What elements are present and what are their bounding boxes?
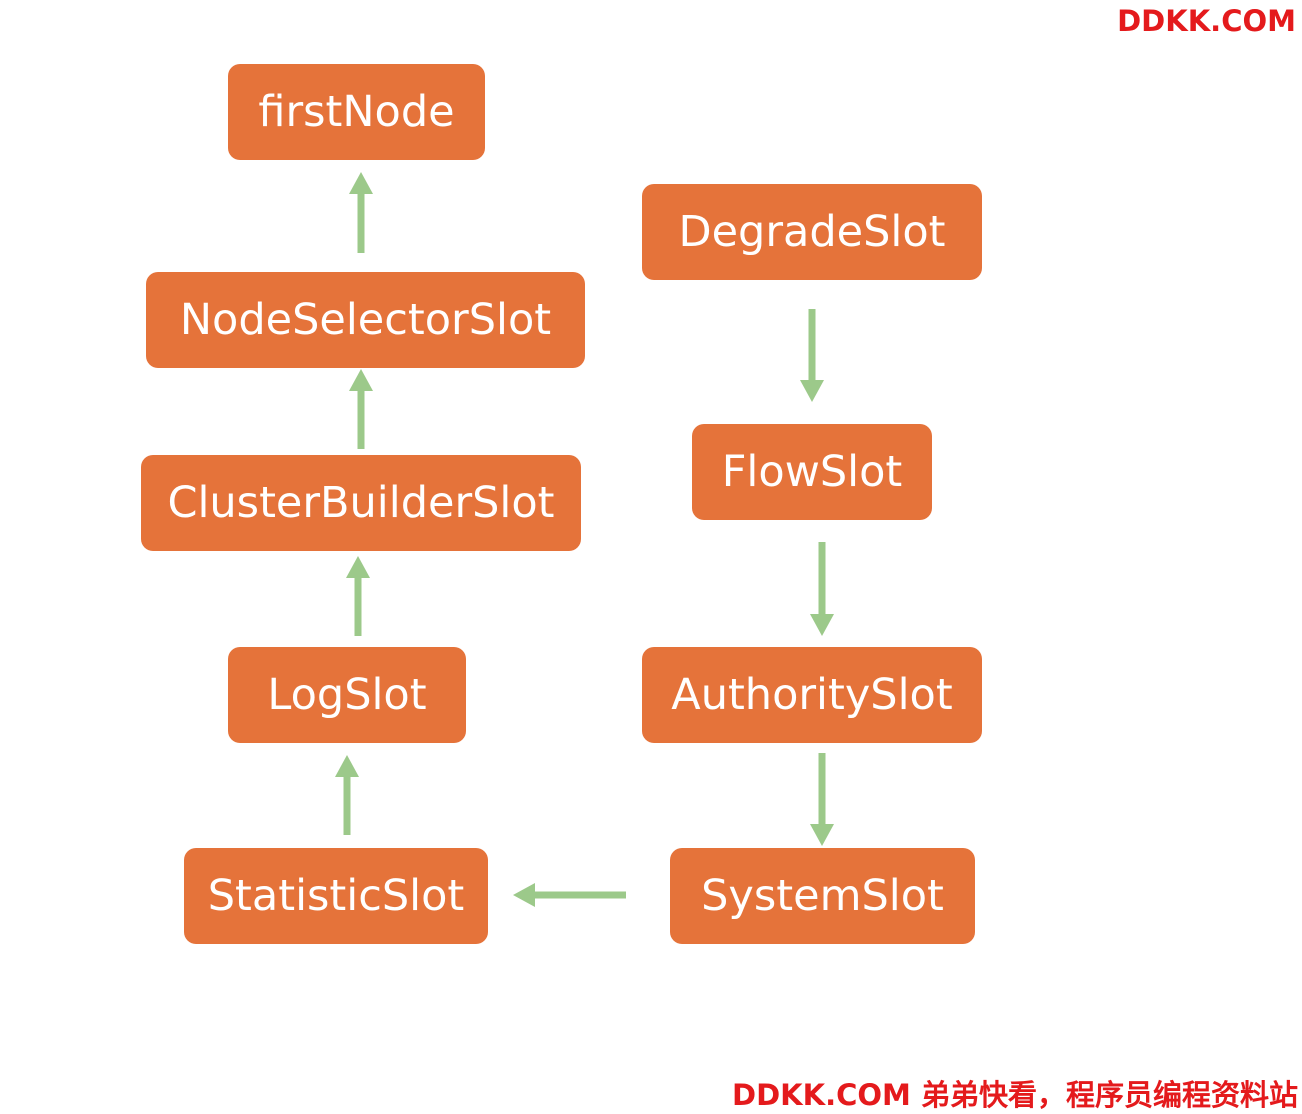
arrow-systemslot-to-statisticslot xyxy=(513,883,626,907)
arrow-systemslot-to-statisticslot-head xyxy=(513,883,535,907)
node-logslot: LogSlot xyxy=(228,647,466,743)
node-systemslot: SystemSlot xyxy=(670,848,975,944)
arrow-degradeslot-to-flowslot-head xyxy=(800,380,824,402)
arrow-authorityslot-to-systemslot xyxy=(810,753,834,846)
arrow-clusterbuilderslot-to-nodeselector xyxy=(349,369,373,449)
node-flowslot: FlowSlot xyxy=(692,424,932,520)
arrow-authorityslot-to-systemslot-head xyxy=(810,824,834,846)
node-degradeslot: DegradeSlot xyxy=(642,184,982,280)
arrow-clusterbuilderslot-to-nodeselector-head xyxy=(349,369,373,391)
arrow-statisticslot-to-logslot-head xyxy=(335,755,359,777)
node-authorityslot: AuthoritySlot xyxy=(642,647,982,743)
arrow-statisticslot-to-logslot xyxy=(335,755,359,835)
arrow-nodeselectorslot-to-firstnode xyxy=(349,172,373,253)
node-statisticslot: StatisticSlot xyxy=(184,848,488,944)
arrow-logslot-to-clusterbuilderslot-head xyxy=(346,556,370,578)
node-firstnode: firstNode xyxy=(228,64,485,160)
arrow-flowslot-to-authorityslot-head xyxy=(810,614,834,636)
watermark-top: DDKK.COM xyxy=(1117,4,1296,38)
node-clusterbuilderslot: ClusterBuilderSlot xyxy=(141,455,581,551)
arrow-logslot-to-clusterbuilderslot xyxy=(346,556,370,636)
arrow-nodeselectorslot-to-firstnode-head xyxy=(349,172,373,194)
node-nodeselectorslot: NodeSelectorSlot xyxy=(146,272,585,368)
watermark-bottom: DDKK.COM 弟弟快看，程序员编程资料站 xyxy=(732,1078,1298,1112)
arrow-degradeslot-to-flowslot xyxy=(800,309,824,402)
arrow-flowslot-to-authorityslot xyxy=(810,542,834,636)
